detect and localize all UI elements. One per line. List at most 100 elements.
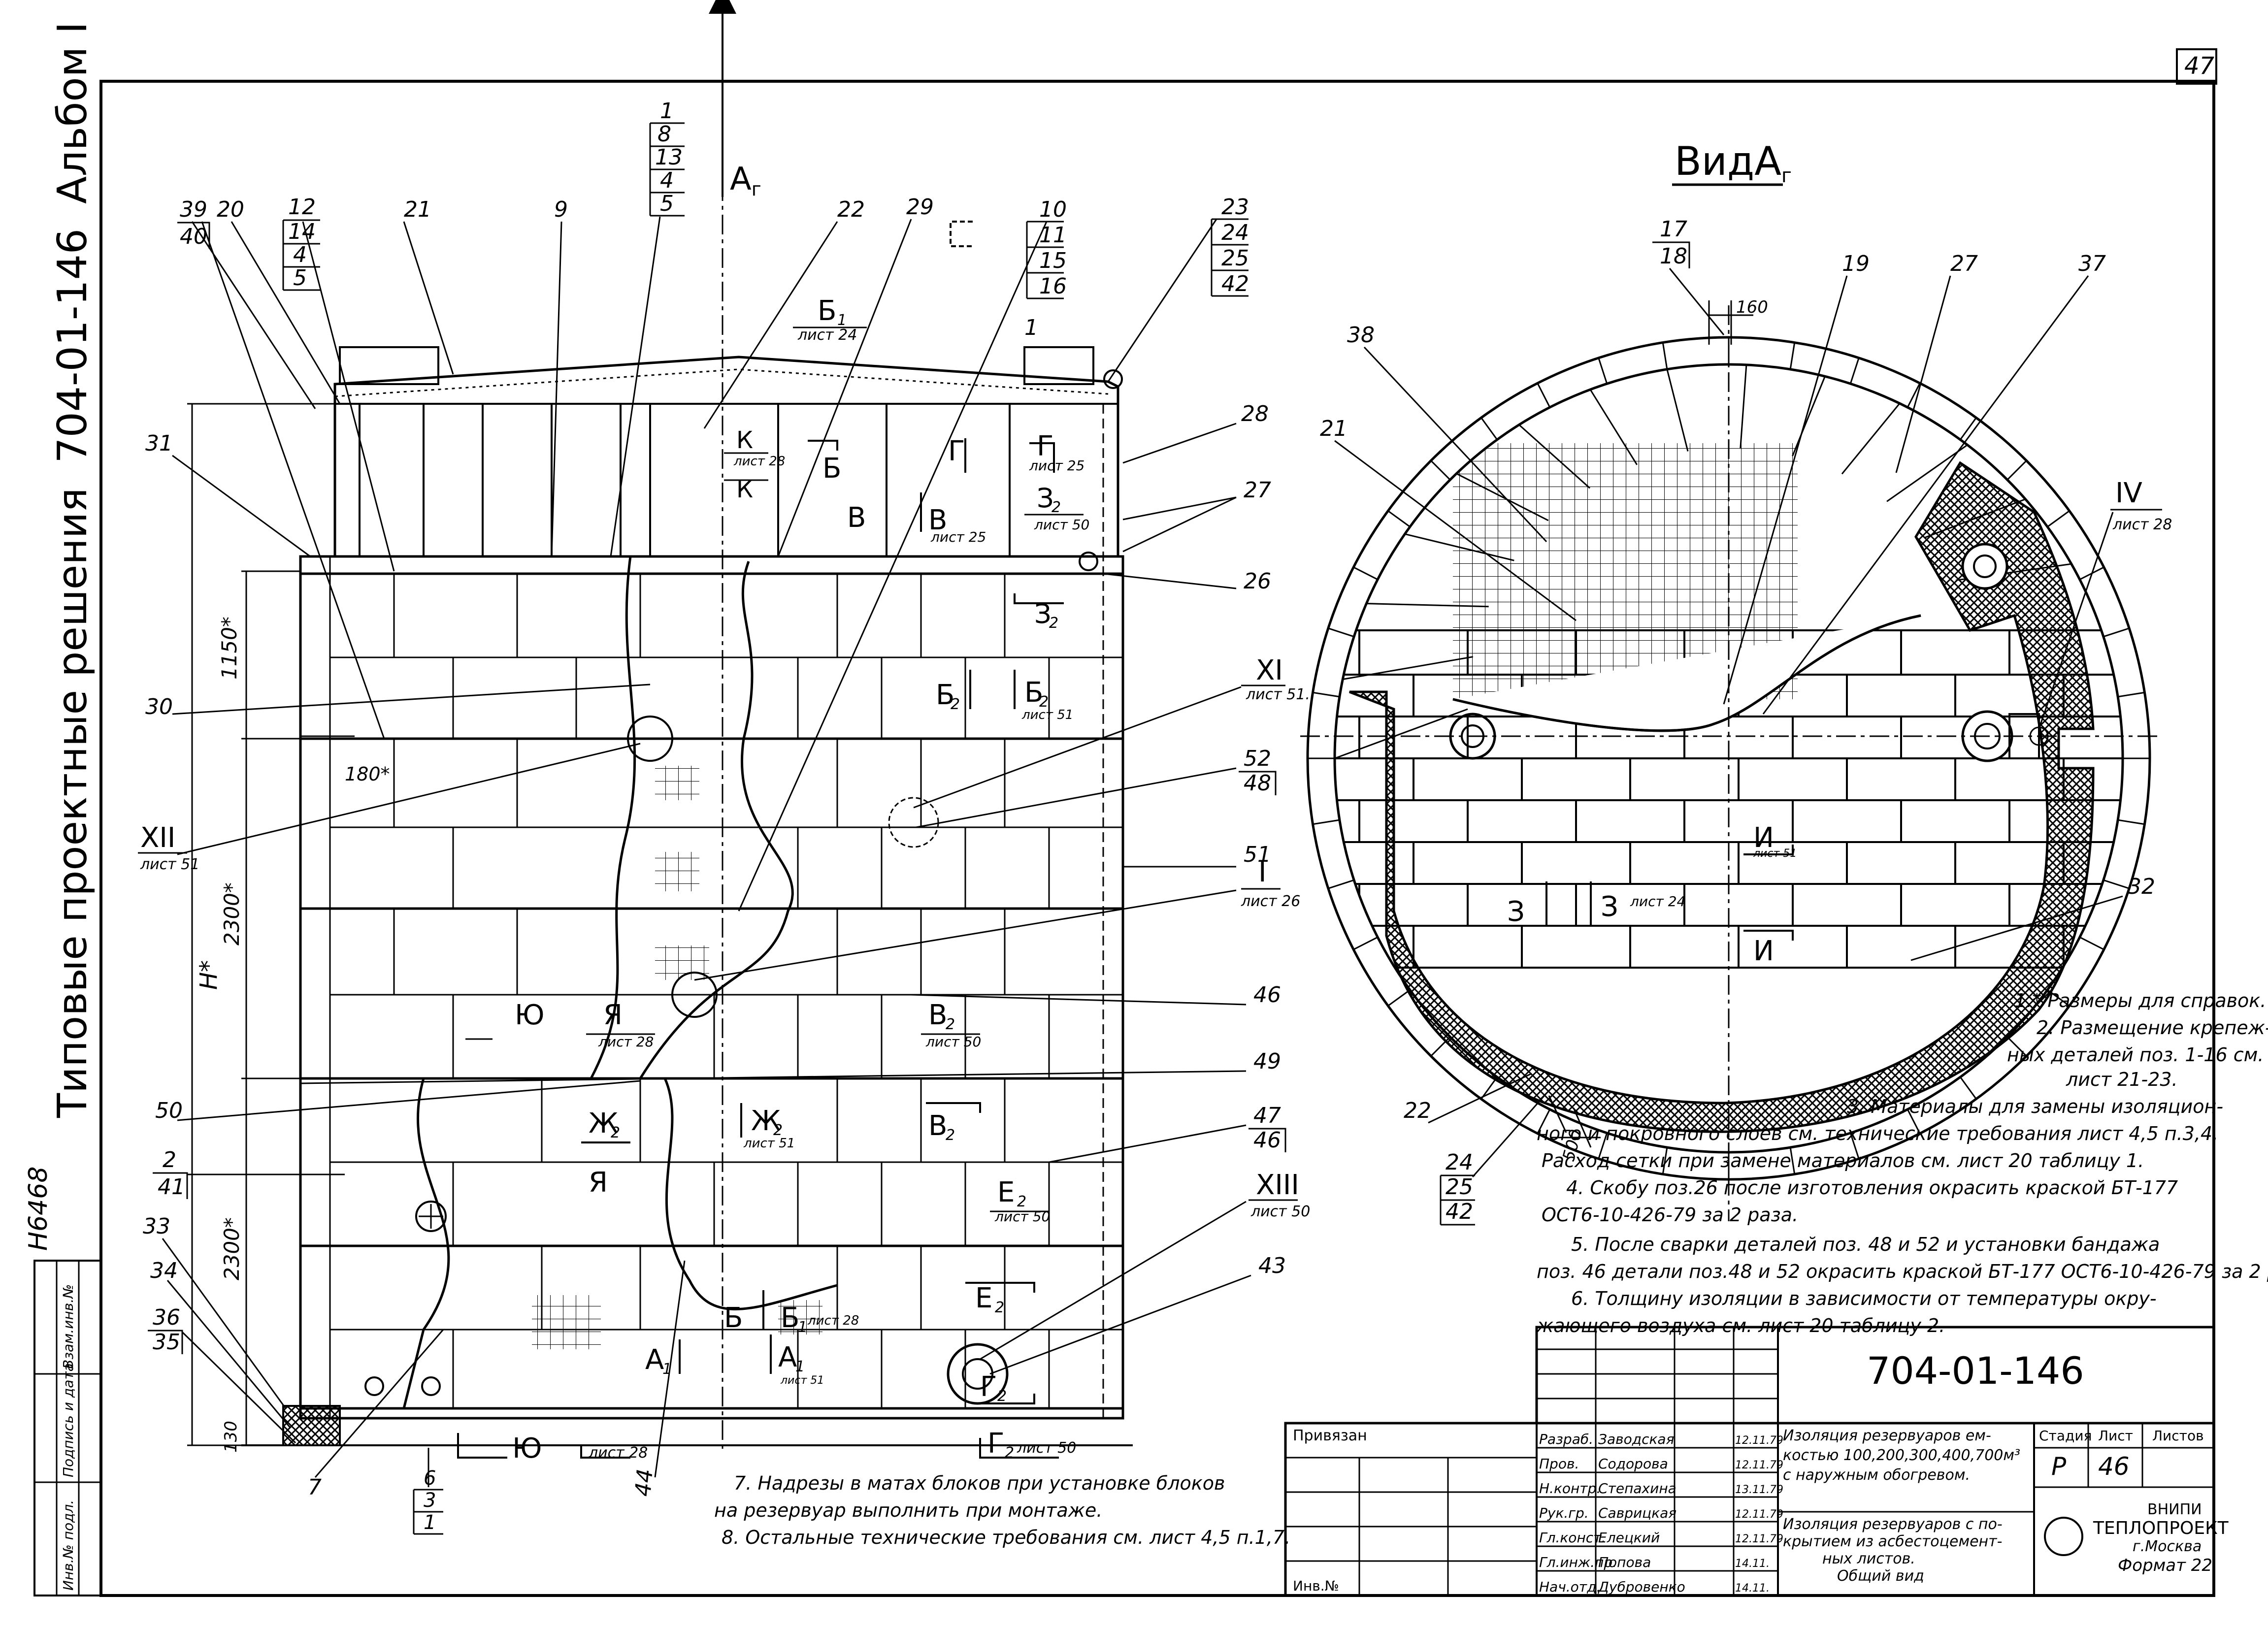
format-label: Формат 22 xyxy=(2118,1556,2212,1575)
callout-46b: 46 xyxy=(1253,1128,1281,1153)
svg-text:Г: Г xyxy=(1037,430,1053,462)
svg-text:Е: Е xyxy=(975,1282,992,1314)
roof-rib xyxy=(1666,369,1689,452)
sheet-value: 46 xyxy=(2098,1452,2130,1481)
ring-segment xyxy=(1960,417,1977,440)
svg-text:IV: IV xyxy=(2115,477,2142,509)
svg-text:4: 4 xyxy=(293,242,307,267)
svg-text:4: 4 xyxy=(660,168,674,193)
ring-segment xyxy=(2079,936,2104,950)
svg-text:2: 2 xyxy=(773,1122,783,1139)
callout-XI-sheet: лист 51. xyxy=(1246,686,1310,703)
svg-text:лист 51: лист 51 xyxy=(780,1374,824,1387)
svg-text:2: 2 xyxy=(995,1299,1004,1316)
tb-name: Степахина xyxy=(1598,1480,1676,1497)
corner-mark xyxy=(950,221,973,247)
roof-plan xyxy=(1300,300,2157,1221)
inv-label: Инв.№ xyxy=(1293,1578,1339,1594)
callout-1b: 1 xyxy=(424,1511,436,1534)
svg-text:38: 38 xyxy=(1347,323,1375,348)
svg-text:З: З xyxy=(1037,483,1054,514)
svg-text:лист 28: лист 28 xyxy=(598,1034,654,1050)
svg-text:13: 13 xyxy=(655,145,683,170)
tank-elevation xyxy=(241,148,1133,1453)
svg-text:32: 32 xyxy=(2128,874,2155,899)
note-6a: 6. Толщину изоляции в зависимости от тем… xyxy=(1571,1288,2157,1309)
svg-text:5: 5 xyxy=(293,265,307,291)
dim-2300-lower: 2300* xyxy=(220,1217,244,1280)
svg-text:2: 2 xyxy=(1039,693,1049,711)
svg-text:23: 23 xyxy=(1221,195,1249,220)
svg-text:Ю: Ю xyxy=(512,1433,542,1465)
callout-2: 2 xyxy=(163,1147,176,1172)
callout-36: 36 xyxy=(153,1305,180,1330)
svg-text:Е: Е xyxy=(997,1176,1015,1208)
note-1: 1.* Размеры для справок. xyxy=(2014,990,2266,1011)
note-7b: на резервуар выполнить при монтаже. xyxy=(714,1499,1102,1521)
callout-46: 46 xyxy=(1253,982,1281,1008)
svg-text:лист 50: лист 50 xyxy=(1034,517,1089,533)
svg-text:25: 25 xyxy=(1221,246,1249,271)
callout-XI: XI xyxy=(1256,654,1283,686)
svg-text:костью 100,200,300,400,700м³: костью 100,200,300,400,700м³ xyxy=(1783,1447,2020,1464)
svg-text:лист 50: лист 50 xyxy=(925,1034,981,1050)
view-arrow-a-label: Аг xyxy=(730,161,761,200)
svg-text:5: 5 xyxy=(660,191,674,216)
svg-text:Я: Я xyxy=(603,999,623,1031)
tb-role: Рук.гр. xyxy=(1539,1505,1589,1521)
tb-role: Гл.инж.пр. xyxy=(1539,1554,1617,1570)
callout-44: 44 xyxy=(630,1468,658,1498)
svg-text:Г: Г xyxy=(987,1428,1004,1460)
tb-name: Саврицкая xyxy=(1598,1505,1676,1521)
leaders-plan xyxy=(1334,268,2123,1177)
callout-35: 35 xyxy=(153,1330,180,1355)
stage-value: Р xyxy=(2051,1452,2067,1481)
svg-text:10: 10 xyxy=(1039,197,1067,222)
svg-text:2: 2 xyxy=(611,1124,620,1141)
tb-date: 12.11.79 xyxy=(1735,1508,1783,1521)
sheets-header: Листов xyxy=(2152,1428,2204,1444)
leaders-elevation xyxy=(162,216,1251,1487)
roof-rib xyxy=(1792,376,1826,456)
ring-segment xyxy=(2006,1036,2027,1057)
svg-text:Б: Б xyxy=(818,295,836,327)
ring-segment xyxy=(1598,1133,1608,1159)
privyazan-label: Привязан xyxy=(1293,1427,1367,1444)
svg-text:крытием из асбестоцемент-: крытием из асбестоцемент- xyxy=(1783,1533,2002,1550)
note-3b: ного и покровного слоев см. технические … xyxy=(1537,1123,2218,1144)
callout-9: 9 xyxy=(554,197,568,222)
note-7a: 7. Надрезы в матах блоков при установке … xyxy=(734,1472,1225,1494)
svg-text:Общий вид: Общий вид xyxy=(1837,1567,1924,1585)
svg-text:21: 21 xyxy=(1320,416,1348,441)
side-title-text: Типовые проектные решения704-01-146Альбо… xyxy=(49,22,96,1118)
svg-text:Б: Б xyxy=(936,679,954,711)
note-3c: Расход сетки при замене материалов см. л… xyxy=(1542,1150,2144,1172)
callout-31: 31 xyxy=(145,431,173,456)
dim-2300-upper: 2300* xyxy=(220,882,244,945)
svg-text:2: 2 xyxy=(997,1388,1007,1405)
svg-text:Б: Б xyxy=(724,1302,743,1334)
tb-role: Разраб. xyxy=(1539,1431,1593,1447)
callout-stack-10: 10 11 15 16 xyxy=(1026,197,1067,299)
svg-text:2: 2 xyxy=(946,1127,955,1144)
svg-text:лист 50: лист 50 xyxy=(1017,1439,1076,1457)
view-a-title: ВидАг xyxy=(1675,138,1792,187)
svg-text:Изоляция резервуаров ем-: Изоляция резервуаров ем- xyxy=(1783,1427,1991,1444)
svg-text:1: 1 xyxy=(798,1319,807,1336)
sheet-frame xyxy=(33,48,2217,1597)
svg-text:В: В xyxy=(847,502,866,534)
ring-segment xyxy=(1480,1076,1498,1100)
svg-text:А: А xyxy=(778,1341,797,1373)
side-label-sign: Подпись и дата xyxy=(60,1363,76,1477)
callouts-elevation: 1 8 13 4 5 39 40 20 12 14 4 5 21 9 22 29… xyxy=(138,98,1310,1535)
ring-segment xyxy=(1313,691,1340,698)
callout-21: 21 xyxy=(404,197,431,222)
note-8: 8. Остальные технические требования см. … xyxy=(722,1527,1290,1548)
svg-text:Б: Б xyxy=(781,1302,799,1334)
tb-name: Заводская xyxy=(1598,1431,1674,1447)
callout-XIII-sheet: лист 50 xyxy=(1250,1203,1310,1220)
svg-text:2: 2 xyxy=(946,1016,955,1033)
section-marks-elevation: Б 1 лист 24 К лист 28 К Б Г Г лист 25 В … xyxy=(457,295,1089,1465)
svg-text:15: 15 xyxy=(1039,248,1067,273)
callout-39: 39 xyxy=(180,197,207,222)
